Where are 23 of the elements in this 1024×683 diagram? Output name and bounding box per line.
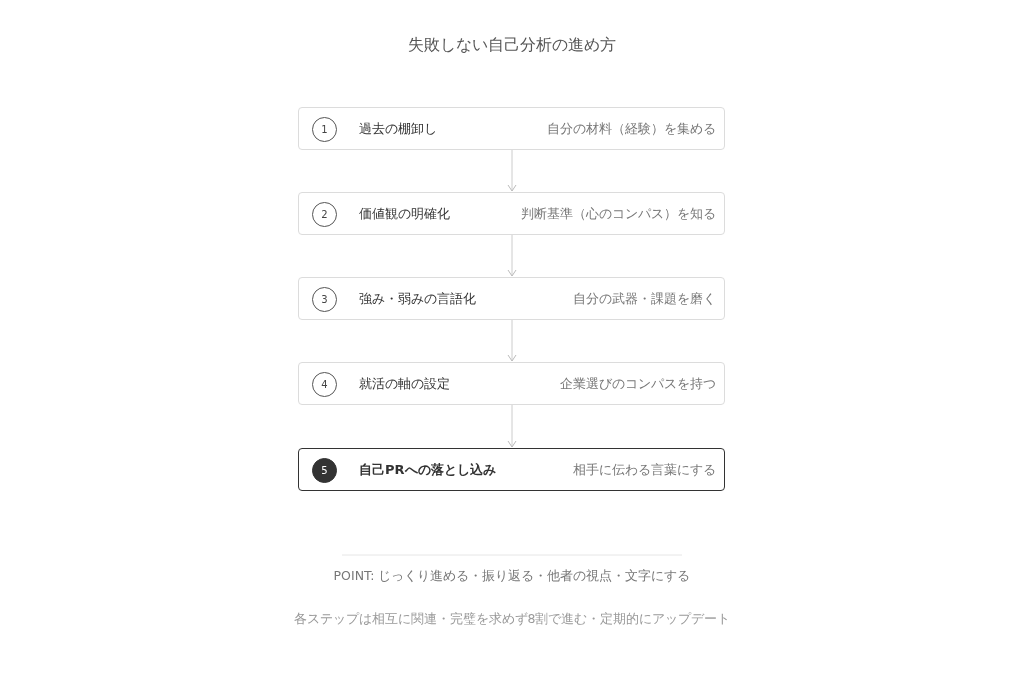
step-title: 価値観の明確化	[359, 205, 450, 223]
step-description: 判断基準（心のコンパス）を知る	[521, 206, 716, 223]
arrow	[507, 319, 517, 362]
step-box	[298, 277, 725, 320]
step-box	[298, 362, 725, 405]
step-box	[298, 107, 725, 150]
point-note: POINT: じっくり進める・振り返る・他者の視点・文字にする	[332, 568, 692, 585]
step-title: 就活の軸の設定	[359, 375, 450, 393]
step-number-circle: 5	[312, 458, 337, 483]
step-title: 強み・弱みの言語化	[359, 290, 476, 308]
arrow	[507, 149, 517, 192]
step-description: 自分の武器・課題を磨く	[573, 291, 716, 308]
step-box	[298, 448, 725, 491]
step-description: 企業選びのコンパスを持つ	[560, 376, 716, 393]
step-description: 相手に伝わる言葉にする	[573, 462, 716, 479]
step-title: 過去の棚卸し	[359, 120, 437, 138]
step-title: 自己PRへの落とし込み	[359, 461, 496, 479]
step-description: 自分の材料（経験）を集める	[547, 121, 716, 138]
arrow	[507, 234, 517, 277]
arrow	[507, 404, 517, 448]
footnote: 各ステップは相互に関連・完璧を求めず8割で進む・定期的にアップデート	[292, 611, 732, 628]
step-box	[298, 192, 725, 235]
diagram-title: 失敗しない自己分析の進め方	[407, 35, 617, 56]
